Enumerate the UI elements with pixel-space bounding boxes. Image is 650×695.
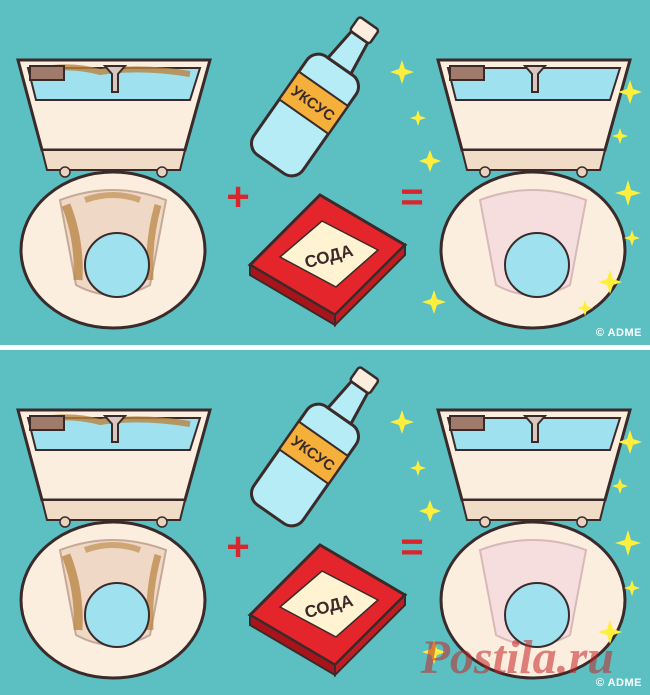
dirty-toilet-icon bbox=[16, 58, 212, 330]
plus-sign: + bbox=[226, 175, 249, 219]
credit-label: © ADME bbox=[595, 327, 642, 339]
equals-sign: = bbox=[400, 525, 423, 569]
divider bbox=[0, 345, 650, 350]
illustration-bottom: + УКСУС СОДА = bbox=[0, 350, 650, 695]
vinegar-bottle-icon: УКСУС bbox=[250, 366, 380, 528]
dirty-toilet-icon bbox=[16, 408, 212, 680]
vinegar-bottle-icon: УКСУС bbox=[250, 16, 380, 178]
equals-sign: = bbox=[400, 175, 423, 219]
sparkle-icon bbox=[390, 60, 642, 316]
panel-top: + УКСУС СОДА = bbox=[0, 0, 650, 345]
sparkle-icon bbox=[390, 410, 642, 664]
plus-sign: + bbox=[226, 525, 249, 569]
soda-box-icon: СОДА bbox=[247, 193, 408, 328]
panel-bottom: + УКСУС СОДА = bbox=[0, 350, 650, 695]
illustration-top: + УКСУС СОДА = bbox=[0, 0, 650, 345]
clean-toilet-icon bbox=[436, 58, 632, 330]
soda-box-icon: СОДА bbox=[247, 543, 408, 678]
watermark: Postila.ru bbox=[420, 631, 614, 684]
clean-toilet-icon bbox=[436, 408, 632, 680]
credit-label: © ADME bbox=[595, 677, 642, 689]
